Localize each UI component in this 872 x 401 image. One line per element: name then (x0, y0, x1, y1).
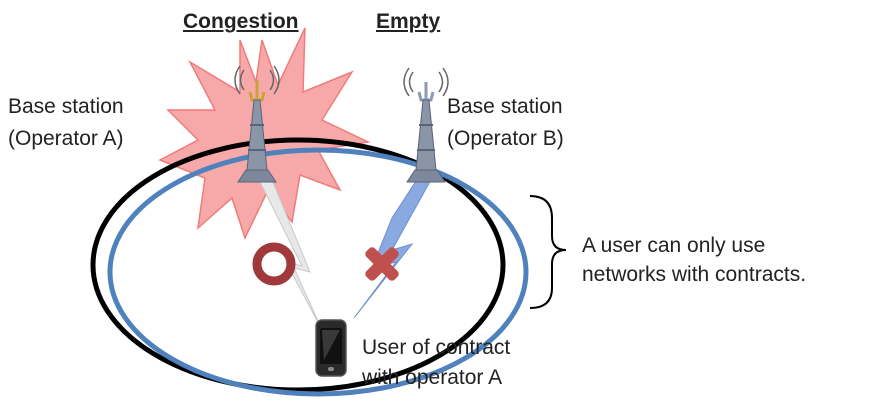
denied-x-cross-icon (365, 247, 399, 281)
smartphone-icon (315, 319, 347, 377)
user-label-line2: with operator A (362, 366, 503, 389)
base-station-a-label-line1: Base station (8, 95, 124, 118)
base-station-a-label-line2: (Operator A) (8, 127, 124, 150)
operator-a-coverage-ellipse (90, 137, 506, 393)
operator-b-coverage-ellipse (107, 147, 529, 397)
note-line2: networks with contracts. (582, 263, 807, 286)
empty-heading: Empty (376, 10, 441, 33)
user-label-line1: User of contract (362, 336, 511, 359)
congestion-heading: Congestion (183, 10, 299, 33)
note-line1: A user can only use (582, 234, 766, 257)
right-brace (529, 195, 567, 309)
allowed-circle-ok-icon (252, 242, 296, 286)
base-station-b-label-line1: Base station (447, 95, 563, 118)
congestion-burst (158, 27, 371, 241)
base-station-b-label-line2: (Operator B) (447, 127, 564, 150)
base-station-b-tower-icon (403, 67, 449, 183)
base-station-a-tower-icon (234, 65, 280, 183)
link-a-lightning (257, 177, 323, 331)
